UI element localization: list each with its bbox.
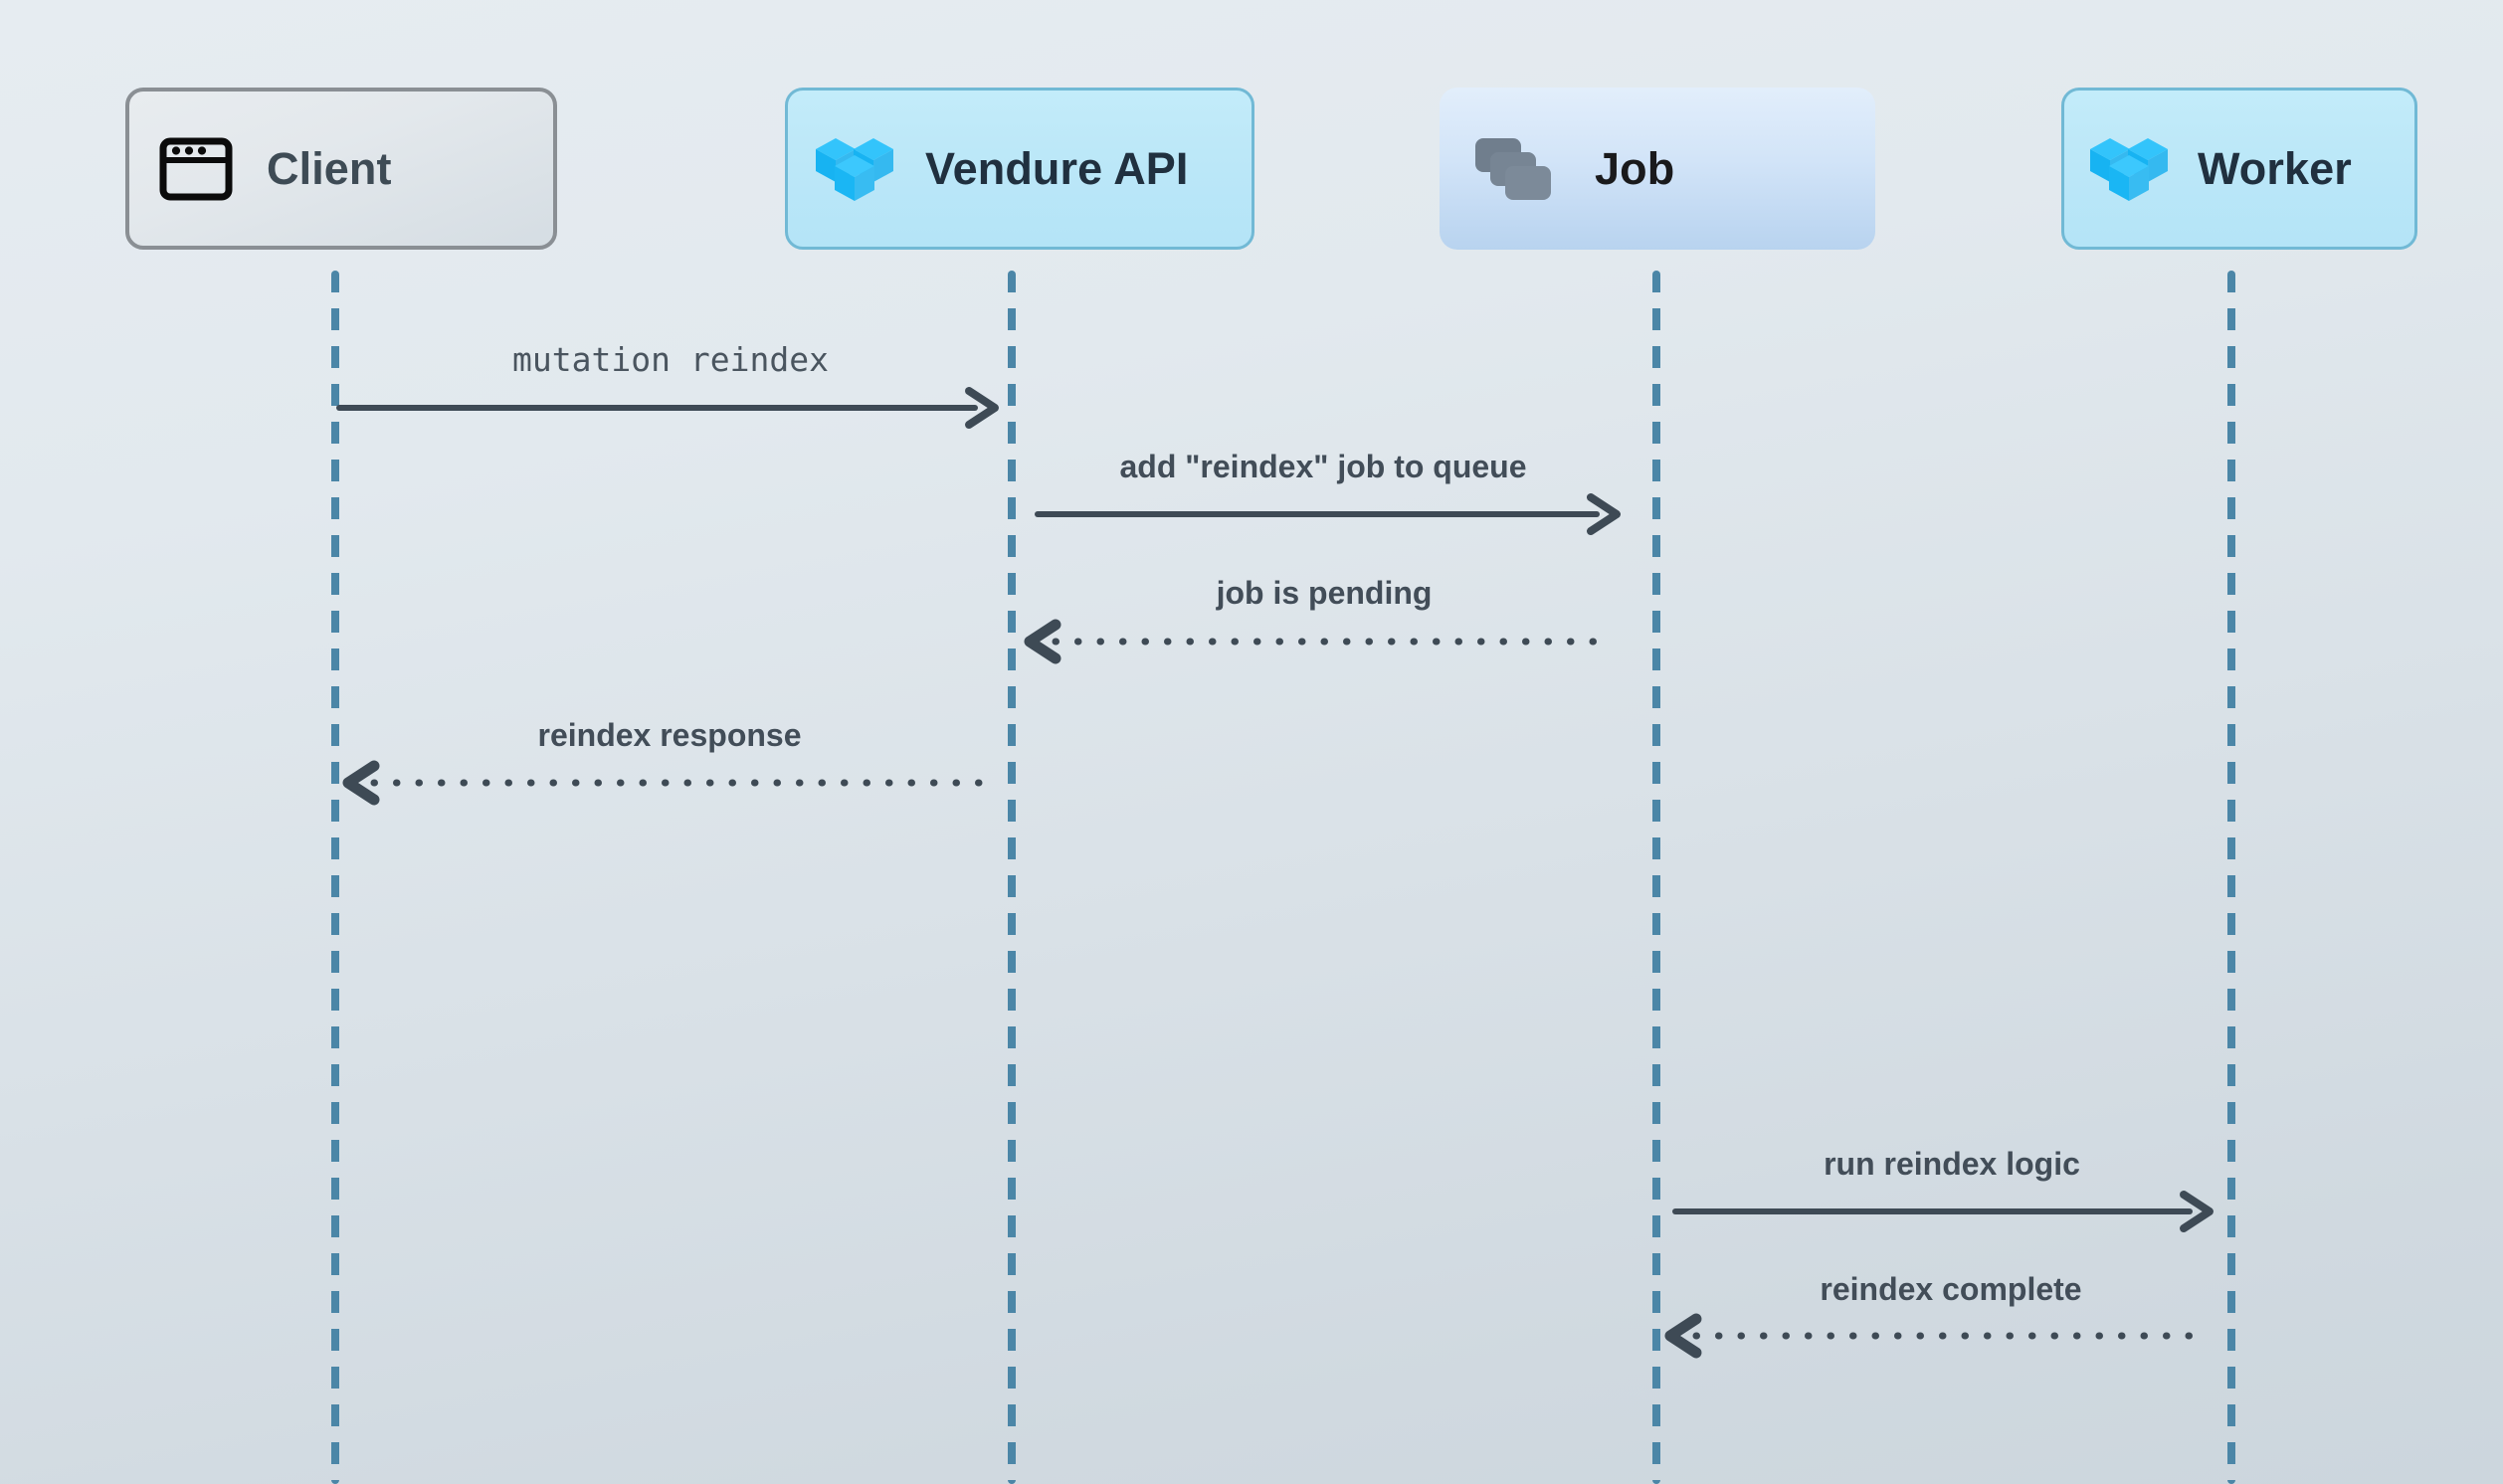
message-label-m6: reindex complete: [1820, 1271, 2082, 1307]
lifeline-client: [331, 271, 339, 1484]
arrow-head: [1587, 493, 1621, 535]
actor-box-client[interactable]: Client: [125, 88, 557, 250]
message-label-m4: reindex response: [537, 717, 802, 753]
actor-label-vendure-api: Vendure API: [925, 142, 1189, 194]
message-arrow-m1: [336, 387, 999, 429]
actor-label-client: Client: [267, 142, 392, 194]
message-label-m3: job is pending: [1216, 575, 1433, 611]
lifeline-vendure-api: [1008, 271, 1016, 1484]
arrow-head: [2180, 1191, 2214, 1232]
arrow-head: [1024, 619, 1061, 664]
stacked-layers-icon: [1475, 137, 1551, 200]
actor-box-job[interactable]: Job: [1440, 88, 1875, 250]
lifeline-job: [1652, 271, 1660, 1484]
vendure-cubes-logo-icon: [2090, 137, 2168, 201]
vendure-cubes-logo-icon: [816, 137, 893, 201]
message-label-m5: run reindex logic: [1824, 1146, 2080, 1182]
actor-label-job: Job: [1595, 142, 1675, 194]
arrow-head: [1664, 1313, 1702, 1359]
actor-label-worker: Worker: [2198, 142, 2352, 194]
message-arrow-m6: [1664, 1313, 2198, 1359]
message-arrow-m5: [1672, 1191, 2214, 1232]
lifeline-worker: [2227, 271, 2235, 1484]
arrow-head: [965, 387, 999, 429]
browser-window-icon: [159, 137, 233, 200]
message-label-m1: mutation reindex: [512, 340, 829, 379]
actor-box-vendure-api[interactable]: Vendure API: [785, 88, 1254, 250]
arrow-head: [342, 760, 380, 806]
message-label-m2: add "reindex" job to queue: [1119, 449, 1527, 484]
actor-box-worker[interactable]: Worker: [2061, 88, 2417, 250]
message-arrow-m4: [342, 760, 993, 806]
message-arrow-m3: [1024, 619, 1616, 664]
message-arrow-m2: [1035, 493, 1621, 535]
